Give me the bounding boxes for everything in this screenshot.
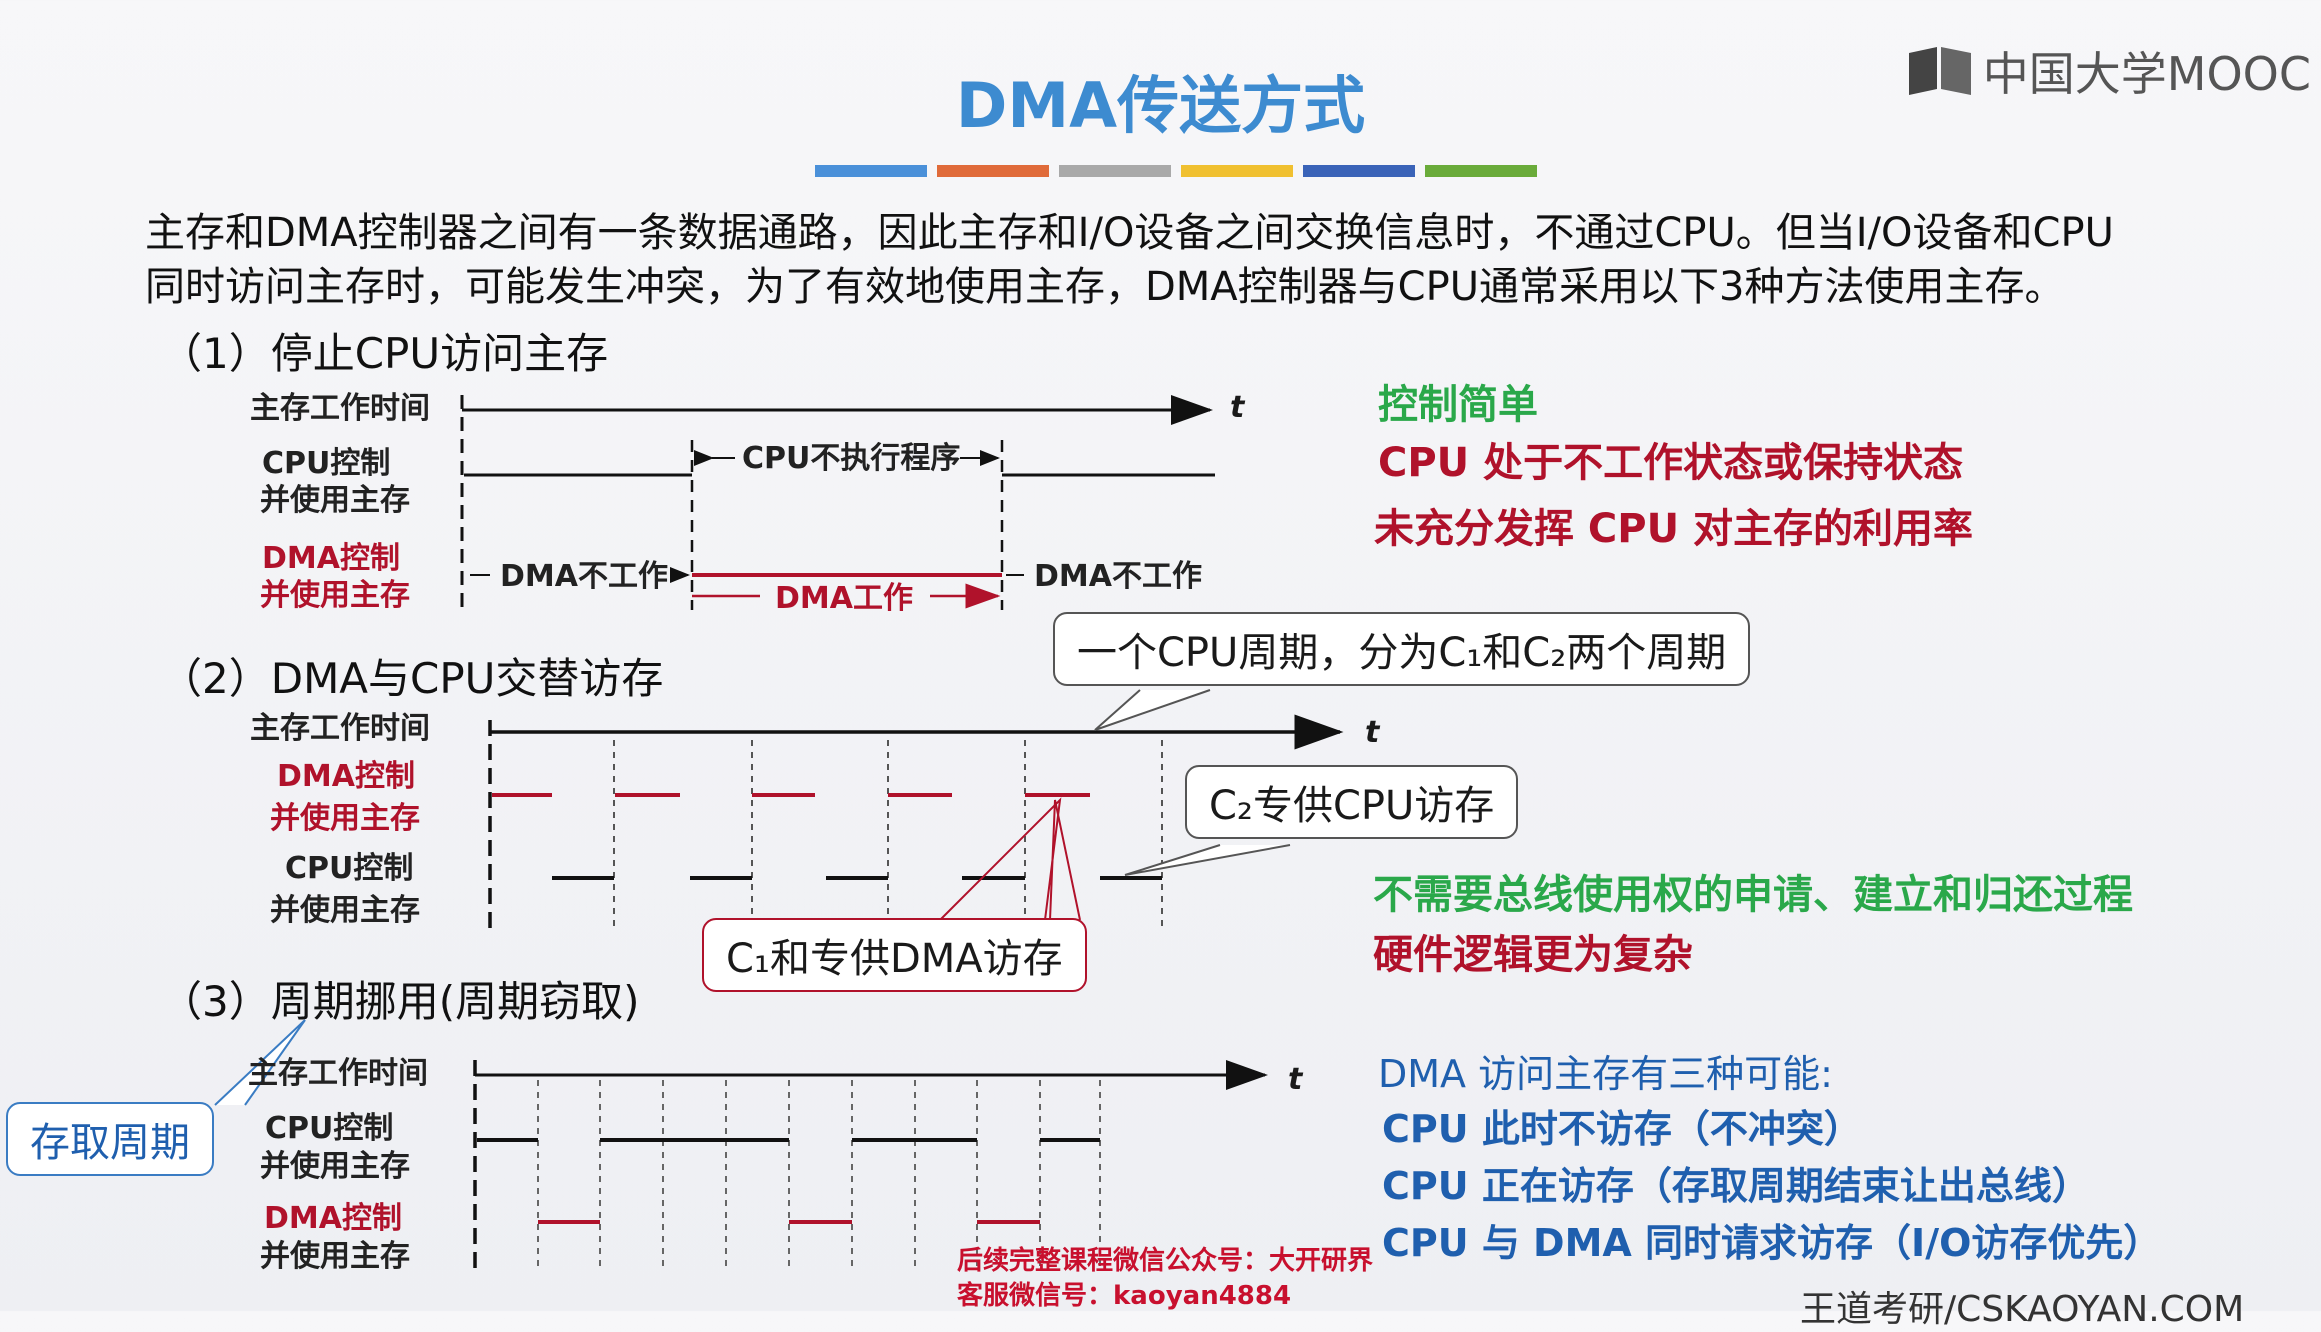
- color-bar-segment: [1059, 165, 1171, 177]
- mooc-book-icon: [1908, 47, 1971, 95]
- s3-note-3: CPU 与 DMA 同时请求访存（I/O访存优先）: [1382, 1221, 2162, 1265]
- callout-access-cycle: 存取周期: [6, 1102, 214, 1176]
- page-title: DMA传送方式: [955, 69, 1366, 142]
- logo-text: 中国大学MOOC: [1982, 47, 2311, 101]
- s1-dma-off-left: DMA不工作: [500, 559, 668, 594]
- color-bar-segment: [1303, 165, 1415, 177]
- s1-note-2: CPU 处于不工作状态或保持状态: [1378, 440, 1964, 486]
- callout-pointer: [1049, 799, 1081, 921]
- s2-time-axis-label: t: [1365, 715, 1380, 750]
- section-1-heading: （1）停止CPU访问主存: [160, 329, 609, 378]
- s1-dma-on: DMA工作: [775, 581, 913, 616]
- s1-row-cpu-1: CPU控制: [262, 446, 391, 481]
- section-3-heading: （3）周期挪用(周期窃取): [160, 977, 640, 1026]
- color-bar-segment: [937, 165, 1049, 177]
- s1-note-1: 控制简单: [1378, 382, 1538, 428]
- s2-row-time: 主存工作时间: [250, 711, 430, 746]
- color-bar: [815, 165, 1537, 177]
- color-bar-segment: [1425, 165, 1537, 177]
- s1-time-axis-label: t: [1230, 390, 1245, 425]
- intro-line-1: 主存和DMA控制器之间有一条数据通路，因此主存和I/O设备之间交换信息时，不通过…: [145, 210, 2114, 256]
- s3-time-axis-label: t: [1288, 1062, 1303, 1097]
- callout-cpu-cycle: 一个CPU周期，分为C₁和C₂两个周期: [1053, 612, 1751, 686]
- watermark-line-1: 后续完整课程微信公众号：大开研界: [957, 1246, 1374, 1276]
- intro-line-2: 同时访问主存时，可能发生冲突，为了有效地使用主存，DMA控制器与CPU通常采用以…: [145, 264, 2065, 310]
- s3-row-dma-1: DMA控制: [264, 1201, 402, 1236]
- color-bar-segment: [815, 165, 927, 177]
- diagram-alternate-access: [488, 714, 1344, 930]
- s2-row-dma-2: 并使用主存: [270, 801, 420, 836]
- mooc-logo: 中国大学MOOC: [1905, 38, 2311, 104]
- color-bar-segment: [1181, 165, 1293, 177]
- callout-pointer: [939, 797, 1062, 921]
- site-watermark: 王道考研/CSKAOYAN.COM: [1800, 1289, 2245, 1330]
- s1-note-3: 未充分发挥 CPU 对主存的利用率: [1374, 506, 1974, 552]
- callout-pointer: [214, 1019, 306, 1106]
- watermark-line-2: 客服微信号：kaoyan4884: [957, 1281, 1292, 1311]
- s3-row-cpu-2: 并使用主存: [260, 1149, 410, 1184]
- s2-row-cpu-2: 并使用主存: [270, 893, 420, 928]
- callout-pointer: [1094, 689, 1211, 731]
- callout-c2: C₂专供CPU访存: [1185, 765, 1519, 839]
- s3-note-1: CPU 此时不访存（不冲突）: [1382, 1107, 1862, 1151]
- s2-note-1: 不需要总线使用权的申请、建立和归还过程: [1373, 872, 2133, 918]
- s1-row-dma-2: 并使用主存: [260, 578, 410, 613]
- s2-row-cpu-1: CPU控制: [285, 851, 414, 886]
- s3-row-cpu-1: CPU控制: [265, 1111, 394, 1146]
- callout-pointer: [1124, 844, 1291, 876]
- s1-row-dma-1: DMA控制: [262, 541, 400, 576]
- s3-row-time: 主存工作时间: [248, 1056, 428, 1091]
- s3-note-2: CPU 正在访存（存取周期结束让出总线）: [1382, 1164, 2090, 1208]
- s2-note-2: 硬件逻辑更为复杂: [1373, 932, 1693, 978]
- callout-c1: C₁和专供DMA访存: [702, 918, 1087, 992]
- section-2-heading: （2）DMA与CPU交替访存: [160, 654, 664, 703]
- s1-cpu-idle-label: CPU不执行程序: [742, 441, 961, 476]
- s3-row-dma-2: 并使用主存: [260, 1239, 410, 1274]
- s1-row-cpu-2: 并使用主存: [260, 483, 410, 518]
- s1-dma-off-right: DMA不工作: [1034, 559, 1202, 594]
- diagram-cycle-stealing: [473, 1060, 1268, 1270]
- s2-row-dma-1: DMA控制: [277, 759, 415, 794]
- diagram-stop-cpu: [460, 395, 1215, 610]
- s1-row-time: 主存工作时间: [250, 391, 430, 426]
- s3-note-head: DMA 访问主存有三种可能:: [1378, 1052, 1833, 1096]
